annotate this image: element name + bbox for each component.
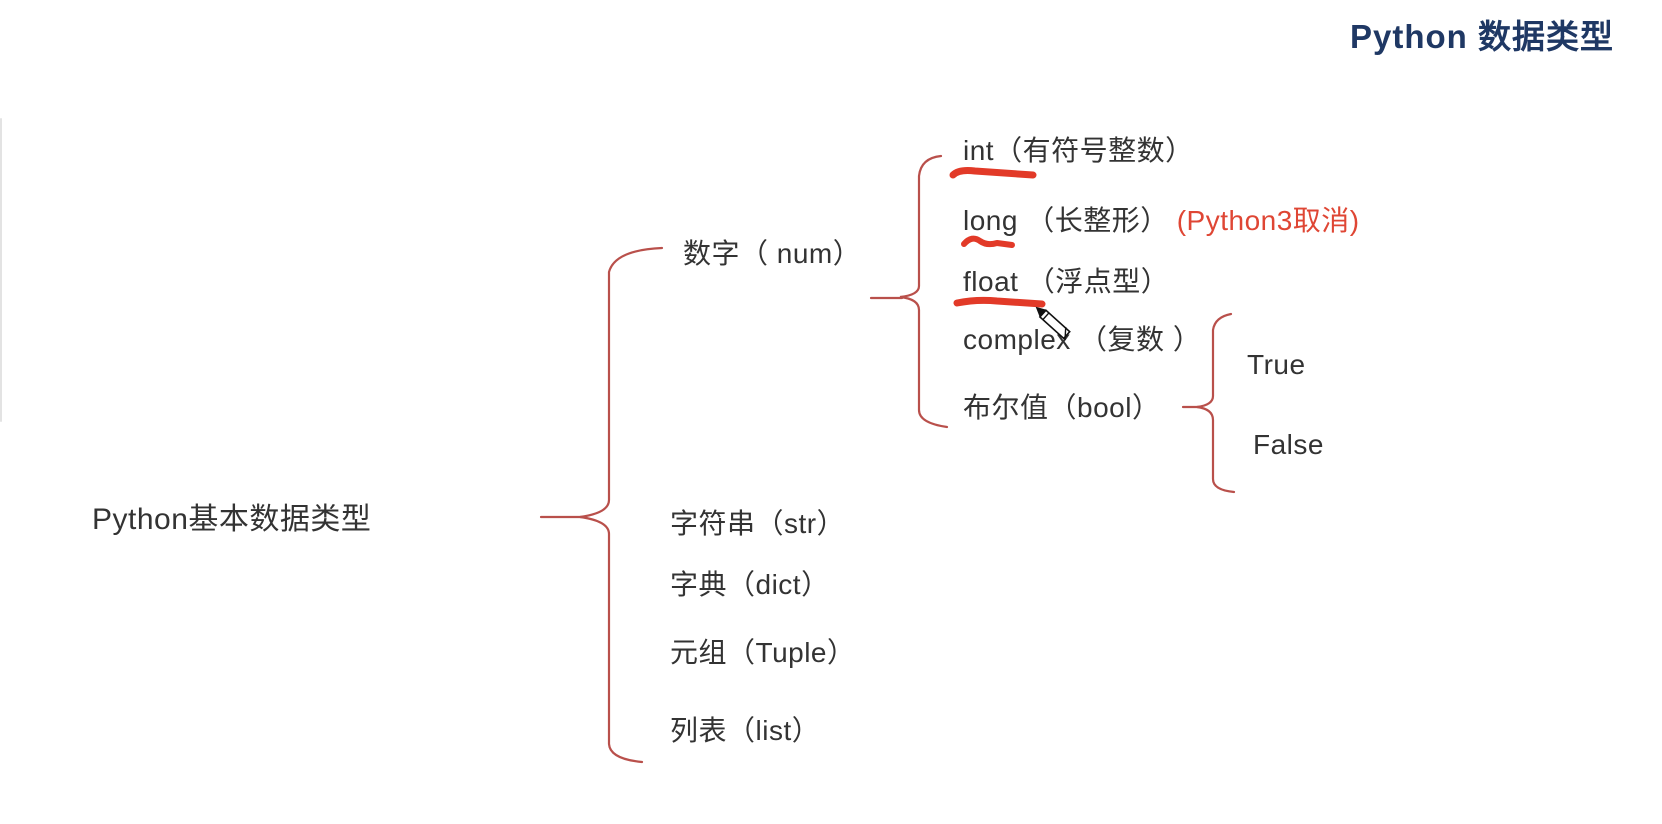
leaf-false: False: [1253, 429, 1324, 460]
leaf-true: True: [1247, 349, 1306, 380]
branch-list: 列表（list）: [670, 715, 821, 746]
leaf-float: float （浮点型）: [963, 266, 1170, 297]
page-title: Python 数据类型: [1350, 18, 1614, 55]
leaf-complex: complex （复数 ）: [963, 324, 1202, 355]
long-underline: [961, 235, 1015, 248]
float-underline: [953, 296, 1046, 308]
number-brace: [869, 154, 949, 429]
leaf-long-note: (Python3取消): [1176, 205, 1360, 236]
branch-dict: 字典（dict）: [670, 569, 830, 600]
leaf-long-label: long （长整形）: [963, 205, 1169, 236]
leaf-long: long （长整形）(Python3取消): [963, 199, 1360, 239]
leaf-int: int（有符号整数）: [963, 135, 1194, 166]
root-brace: [539, 246, 664, 764]
branch-number: 数字（ num）: [683, 238, 862, 269]
screen-edge-artifact: [0, 118, 2, 422]
branch-tuple: 元组（Tuple）: [670, 637, 856, 668]
int-underline: [949, 167, 1037, 179]
leaf-bool: 布尔值（bool）: [963, 392, 1161, 423]
root-node: Python基本数据类型: [92, 503, 372, 536]
branch-string: 字符串（str）: [670, 508, 846, 539]
